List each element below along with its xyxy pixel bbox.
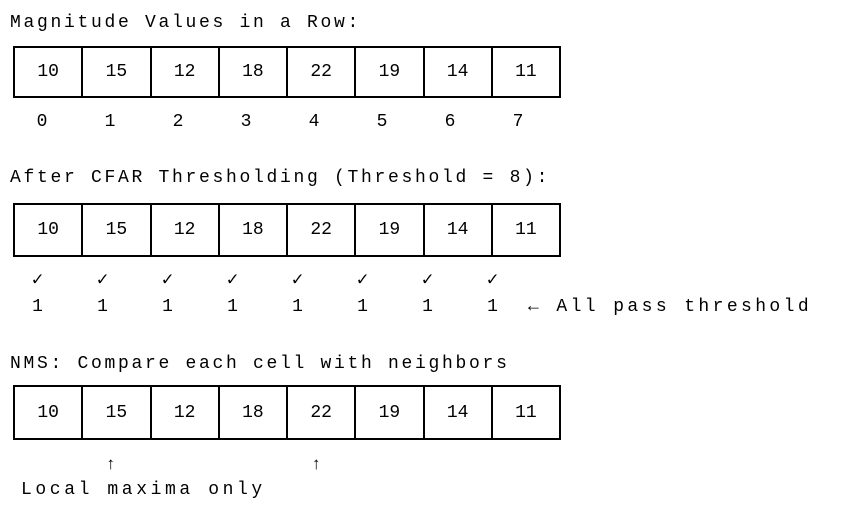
local-max-arrow-icon: ↑ — [105, 456, 116, 475]
check-icon: ✓ — [421, 269, 434, 291]
index-label: 6 — [444, 112, 456, 132]
flag-value: 1 — [32, 297, 43, 317]
check-icon: ✓ — [31, 269, 44, 291]
index-label: 0 — [36, 112, 48, 132]
magnitude-cell: 15 — [83, 387, 152, 438]
index-row: 0 1 2 3 4 5 6 7 — [8, 112, 552, 132]
magnitude-cell: 15 — [83, 205, 152, 255]
magnitude-cell: 22 — [288, 387, 357, 438]
index-label: 1 — [104, 112, 116, 132]
flag-value: 1 — [227, 297, 238, 317]
all-pass-threshold-note: ← All pass threshold — [528, 297, 813, 317]
flag-value: 1 — [162, 297, 173, 317]
magnitude-cell: 11 — [515, 402, 537, 423]
magnitude-cell: 10 — [15, 205, 84, 255]
magnitude-cell: 14 — [425, 387, 493, 438]
flag-value: 1 — [487, 297, 498, 317]
section-title-cfar: After CFAR Thresholding (Threshold = 8): — [10, 168, 551, 188]
threshold-flag-row: 1 1 1 1 1 1 1 1 — [5, 297, 525, 317]
check-icon: ✓ — [96, 269, 109, 291]
local-maxima-caption: Local maxima only — [21, 480, 266, 500]
section-title-nms: NMS: Compare each cell with neighbors — [10, 354, 510, 374]
index-label: 5 — [376, 112, 388, 132]
magnitude-cell: 19 — [356, 48, 425, 96]
magnitude-cell: 18 — [220, 48, 288, 96]
index-label: 2 — [172, 112, 184, 132]
magnitude-cell: 10 — [15, 48, 84, 96]
magnitude-cell: 18 — [220, 387, 288, 438]
index-label: 7 — [512, 112, 524, 132]
index-label: 3 — [240, 112, 252, 132]
magnitude-cell: 19 — [356, 205, 425, 255]
flag-value: 1 — [422, 297, 433, 317]
magnitude-cell: 22 — [288, 205, 357, 255]
magnitude-cell: 18 — [220, 205, 288, 255]
magnitude-cell: 12 — [152, 48, 220, 96]
flag-value: 1 — [292, 297, 303, 317]
magnitude-cell: 19 — [356, 387, 425, 438]
flag-value: 1 — [97, 297, 108, 317]
index-label: 4 — [308, 112, 320, 132]
section-title-magnitude: Magnitude Values in a Row: — [10, 13, 362, 33]
check-icon: ✓ — [356, 269, 369, 291]
flag-value: 1 — [357, 297, 368, 317]
magnitude-cell: 12 — [152, 205, 220, 255]
check-icon: ✓ — [486, 269, 499, 291]
magnitude-cell: 15 — [83, 48, 152, 96]
magnitude-cell: 22 — [288, 48, 357, 96]
local-max-arrow-icon: ↑ — [311, 456, 322, 475]
magnitude-cell: 11 — [515, 220, 537, 240]
magnitude-cell: 10 — [15, 387, 84, 438]
check-icon: ✓ — [291, 269, 304, 291]
check-row: ✓ ✓ ✓ ✓ ✓ ✓ ✓ ✓ — [5, 268, 525, 292]
check-icon: ✓ — [161, 269, 174, 291]
magnitude-cell: 11 — [515, 62, 537, 82]
check-icon: ✓ — [226, 269, 239, 291]
magnitude-cell: 14 — [425, 205, 493, 255]
magnitude-cell: 14 — [425, 48, 493, 96]
magnitude-cell: 12 — [152, 387, 220, 438]
